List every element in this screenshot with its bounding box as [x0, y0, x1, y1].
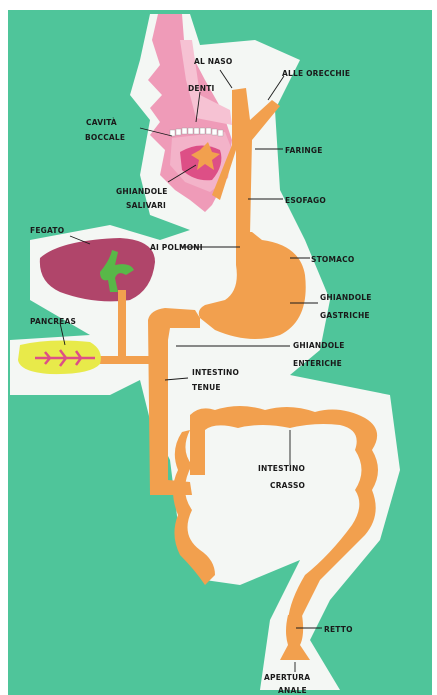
label-retto: RETTO — [324, 625, 353, 634]
label-intestino-crasso-2: CRASSO — [270, 481, 305, 490]
label-intestino-crasso-1: INTESTINO — [258, 464, 305, 473]
label-stomaco: STOMACO — [311, 255, 354, 264]
label-pancreas: PANCREAS — [30, 317, 76, 326]
label-fegato: FEGATO — [30, 226, 64, 235]
label-al-naso: AL NASO — [194, 57, 232, 66]
label-ghiandole-salivari-2: SALIVARI — [126, 201, 166, 210]
label-ai-polmoni: AI POLMONI — [150, 243, 203, 252]
label-apertura-2: ANALE — [278, 686, 307, 695]
label-apertura-1: APERTURA — [264, 673, 310, 682]
label-cavita-1: CAVITÀ — [86, 118, 117, 127]
label-cavita-2: BOCCALE — [85, 133, 125, 142]
label-intestino-tenue-1: INTESTINO — [192, 368, 239, 377]
label-ghiandole-gastriche-2: GASTRICHE — [320, 311, 370, 320]
pancreatic-duct — [98, 356, 150, 364]
label-faringe: FARINGE — [285, 146, 323, 155]
label-ghiandole-gastriche-1: GHIANDOLE — [320, 293, 372, 302]
label-ghiandole-enteriche-2: ENTERICHE — [293, 359, 342, 368]
label-intestino-tenue-2: TENUE — [192, 383, 221, 392]
common-bile-duct — [118, 290, 126, 362]
label-esofago: ESOFAGO — [285, 196, 326, 205]
label-alle-orecchie: ALLE ORECCHIE — [282, 69, 350, 78]
label-denti: DENTI — [188, 84, 215, 93]
label-ghiandole-salivari-1: GHIANDOLE — [116, 187, 168, 196]
label-ghiandole-enteriche-1: GHIANDOLE — [293, 341, 345, 350]
